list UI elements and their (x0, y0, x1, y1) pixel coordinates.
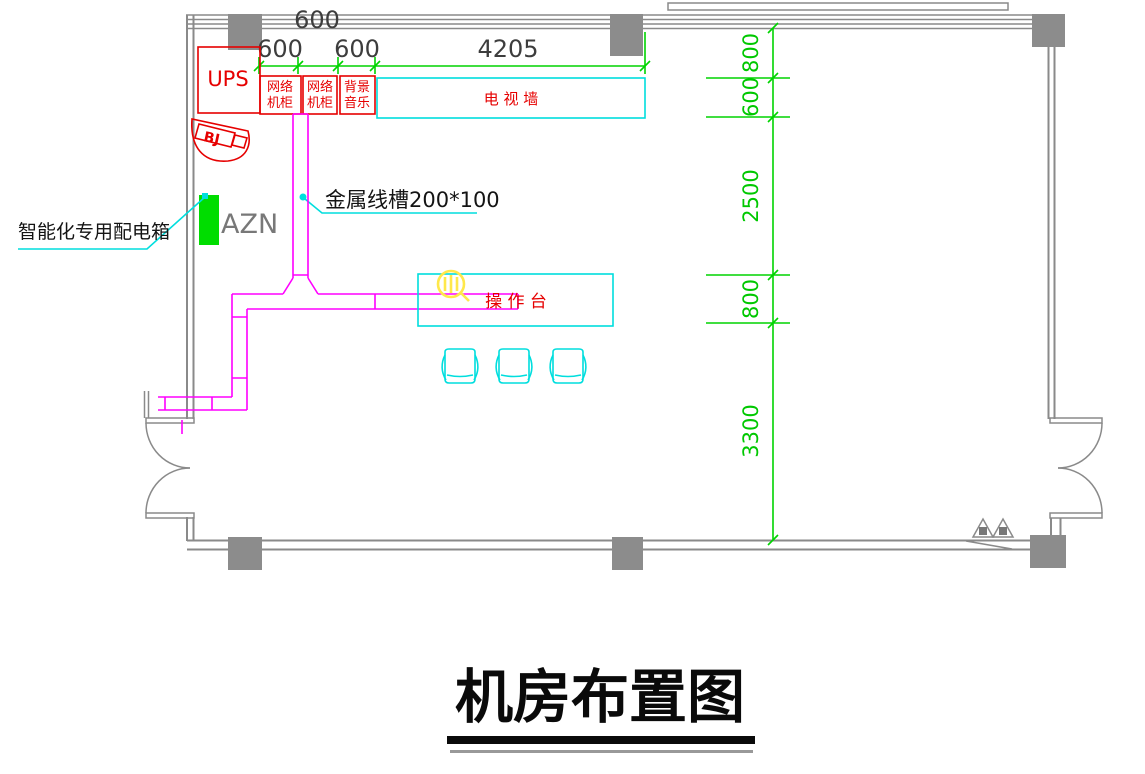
dim-label-3300: 3300 (739, 404, 763, 457)
background-music-cabinet: 背景 音乐 (339, 75, 376, 115)
svg-text:背景: 背景 (344, 80, 370, 95)
ups-box: UPS (197, 46, 261, 114)
dimension-lines (253, 22, 790, 546)
title-underline-thin (450, 750, 753, 753)
azn-label: AZN (221, 209, 278, 240)
svg-text:机柜: 机柜 (307, 96, 333, 111)
azn-distribution-box: AZN (199, 195, 278, 245)
cable-tray-callout: 金属线槽200*100 (299, 188, 500, 214)
svg-text:网络: 网络 (307, 79, 333, 95)
tv-wall-label: 电 视 墙 (484, 90, 539, 108)
exterior-window-band (667, 2, 1009, 11)
title-block: 机房布置图 (447, 663, 755, 753)
cable-tray-label: 金属线槽200*100 (325, 188, 500, 212)
console-label: 操 作 台 (485, 292, 547, 312)
drawing-title: 机房布置图 (455, 663, 745, 731)
chairs (441, 348, 587, 384)
bj-label: BJ (202, 129, 221, 148)
chair-1 (441, 348, 479, 384)
dim-label-600-b: 600 (334, 35, 380, 63)
bj-alarm-symbol: BJ (191, 118, 250, 162)
structural-columns (228, 14, 1066, 570)
dim-label-600-a: 600 (257, 35, 303, 63)
dim-label-4205: 4205 (477, 35, 538, 63)
tv-wall: 电 视 墙 (376, 77, 646, 119)
dim-label-800-mid: 800 (739, 279, 763, 319)
network-cabinet-1: 网络 机柜 (259, 75, 302, 115)
dim-label-2500: 2500 (739, 169, 763, 222)
distribution-box-label: 智能化专用配电箱 (18, 221, 170, 243)
svg-text:音乐: 音乐 (344, 95, 370, 111)
operation-console: 操 作 台 (417, 273, 614, 327)
chair-2 (495, 348, 533, 384)
chair-3 (549, 348, 587, 384)
dim-label-600-top: 600 (294, 6, 340, 34)
svg-text:网络: 网络 (267, 79, 293, 95)
network-cabinet-2: 网络 机柜 (302, 75, 338, 115)
threshold-diagonal (965, 540, 1013, 550)
level-marker-triangles (971, 517, 1015, 538)
ups-label: UPS (207, 67, 248, 91)
right-double-door (1049, 417, 1103, 519)
floor-socket-symbol (436, 269, 470, 302)
title-underline-thick (447, 736, 755, 744)
dim-label-600-right: 600 (739, 77, 763, 117)
dim-label-800-top: 800 (739, 33, 763, 73)
distribution-box-callout: 智能化专用配电箱 (18, 193, 208, 250)
svg-text:机柜: 机柜 (267, 96, 293, 111)
left-double-door (145, 417, 195, 519)
